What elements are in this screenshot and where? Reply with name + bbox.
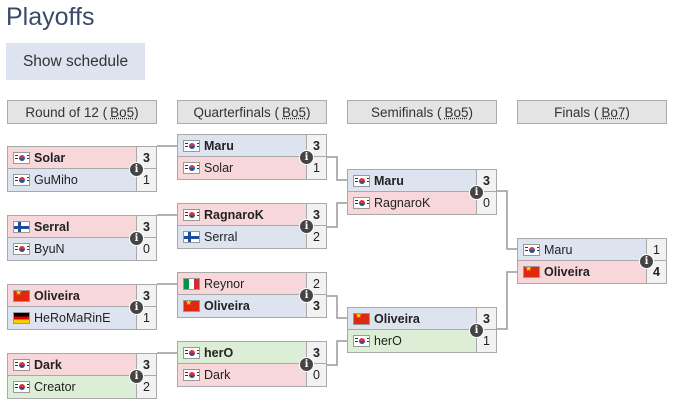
player-name: Maru: [544, 242, 573, 257]
player-name: Maru: [374, 173, 404, 188]
flag-china-icon: [523, 266, 540, 278]
player-slot[interactable]: Reynor 2: [178, 273, 326, 295]
match-qf-1: Maru 3 Solar 1 i: [177, 134, 327, 180]
match-info-icon[interactable]: i: [299, 219, 314, 234]
match-info-icon[interactable]: i: [639, 254, 654, 269]
round-name: Semifinals: [370, 104, 434, 120]
match-info-icon[interactable]: i: [299, 150, 314, 165]
flag-korea-icon: [523, 243, 540, 256]
flag-korea-icon: [353, 335, 370, 347]
flag-finland-icon: [183, 231, 200, 243]
flag-korea-icon: [13, 381, 30, 393]
player-name: Solar: [34, 150, 66, 165]
match-sf-1: Maru 3 RagnaroK 0 i: [347, 169, 497, 215]
round-header-round-of-12: Round of 12 (Bo5): [7, 100, 157, 124]
match-qf-4: herO 3 Dark 0 i: [177, 341, 327, 387]
page-title: Playoffs: [6, 3, 95, 31]
player-name: Oliveira: [544, 265, 590, 279]
flag-korea-icon: [13, 174, 30, 186]
player-name: Serral: [34, 219, 70, 234]
player-slot[interactable]: Oliveira 3: [8, 285, 156, 307]
flag-korea-icon: [353, 174, 370, 187]
flag-korea-icon: [183, 208, 200, 221]
player-slot[interactable]: Dark 0: [178, 364, 326, 386]
flag-korea-icon: [353, 197, 370, 209]
match-sf-2: Oliveira 3 herO 1 i: [347, 307, 497, 353]
player-name: Creator: [34, 380, 76, 394]
player-name: herO: [204, 345, 234, 360]
player-name: ByuN: [34, 242, 65, 256]
player-slot[interactable]: Oliveira 4: [518, 261, 666, 283]
player-slot[interactable]: RagnaroK 0: [348, 192, 496, 214]
round-format[interactable]: Bo5: [282, 104, 307, 120]
flag-china-icon: [183, 300, 200, 312]
player-name: Dark: [204, 368, 231, 382]
flag-italy-icon: [183, 277, 200, 290]
match-info-icon[interactable]: i: [129, 369, 144, 384]
round-header-finals: Finals (Bo7): [517, 100, 667, 124]
flag-korea-icon: [13, 358, 30, 371]
match-r12-3: Oliveira 3 HeRoMaRinE 1 i: [7, 284, 157, 330]
match-info-icon[interactable]: i: [299, 288, 314, 303]
round-name: Quarterfinals: [193, 104, 271, 120]
match-info-icon[interactable]: i: [129, 231, 144, 246]
round-name: Finals: [554, 104, 591, 120]
flag-china-icon: [353, 312, 370, 325]
player-name: Maru: [204, 138, 234, 153]
player-name: Oliveira: [374, 311, 420, 326]
flag-korea-icon: [183, 139, 200, 152]
match-r12-1: Solar 3 GuMiho 1 i: [7, 146, 157, 192]
flag-korea-icon: [183, 369, 200, 381]
player-name: Serral: [204, 230, 238, 244]
player-name: RagnaroK: [374, 196, 431, 210]
round-format[interactable]: Bo5: [444, 104, 469, 120]
flag-korea-icon: [13, 151, 30, 164]
player-name: Oliveira: [34, 288, 80, 303]
flag-korea-icon: [183, 346, 200, 359]
player-name: Oliveira: [204, 299, 250, 313]
flag-china-icon: [13, 289, 30, 302]
player-slot[interactable]: Maru 1: [518, 239, 666, 261]
player-name: herO: [374, 334, 402, 348]
player-slot[interactable]: Oliveira 3: [348, 308, 496, 330]
player-name: Solar: [204, 161, 234, 175]
player-slot[interactable]: Dark 3: [8, 354, 156, 376]
round-name: Round of 12: [25, 104, 99, 120]
round-format[interactable]: Bo5: [110, 104, 135, 120]
flag-finland-icon: [13, 220, 30, 233]
player-name: Dark: [34, 357, 62, 372]
player-name: HeRoMaRinE: [34, 311, 111, 325]
match-r12-4: Dark 3 Creator 2 i: [7, 353, 157, 399]
round-format[interactable]: Bo7: [601, 104, 626, 120]
flag-korea-icon: [183, 162, 200, 174]
player-slot[interactable]: Maru 3: [348, 170, 496, 192]
match-info-icon[interactable]: i: [129, 300, 144, 315]
player-slot[interactable]: herO 1: [348, 330, 496, 352]
player-slot[interactable]: ByuN 0: [8, 238, 156, 260]
player-slot[interactable]: HeRoMaRinE 1: [8, 307, 156, 329]
match-r12-2: Serral 3 ByuN 0 i: [7, 215, 157, 261]
match-info-icon[interactable]: i: [469, 323, 484, 338]
player-name: Reynor: [204, 276, 245, 291]
flag-korea-icon: [13, 243, 30, 255]
round-header-semifinals: Semifinals (Bo5): [347, 100, 497, 124]
round-header-quarterfinals: Quarterfinals (Bo5): [177, 100, 327, 124]
show-schedule-button[interactable]: Show schedule: [6, 43, 145, 80]
match-qf-2: RagnaroK 3 Serral 2 i: [177, 203, 327, 249]
flag-germany-icon: [13, 312, 30, 324]
player-slot[interactable]: RagnaroK 3: [178, 204, 326, 226]
match-info-icon[interactable]: i: [469, 185, 484, 200]
match-info-icon[interactable]: i: [299, 357, 314, 372]
player-slot[interactable]: Serral 3: [8, 216, 156, 238]
match-qf-3: Reynor 2 Oliveira 3 i: [177, 272, 327, 318]
match-final: Maru 1 Oliveira 4 i: [517, 238, 667, 284]
player-name: RagnaroK: [204, 207, 264, 222]
match-info-icon[interactable]: i: [129, 162, 144, 177]
player-name: GuMiho: [34, 173, 78, 187]
player-slot[interactable]: Creator 2: [8, 376, 156, 398]
player-slot[interactable]: Solar 1: [178, 157, 326, 179]
